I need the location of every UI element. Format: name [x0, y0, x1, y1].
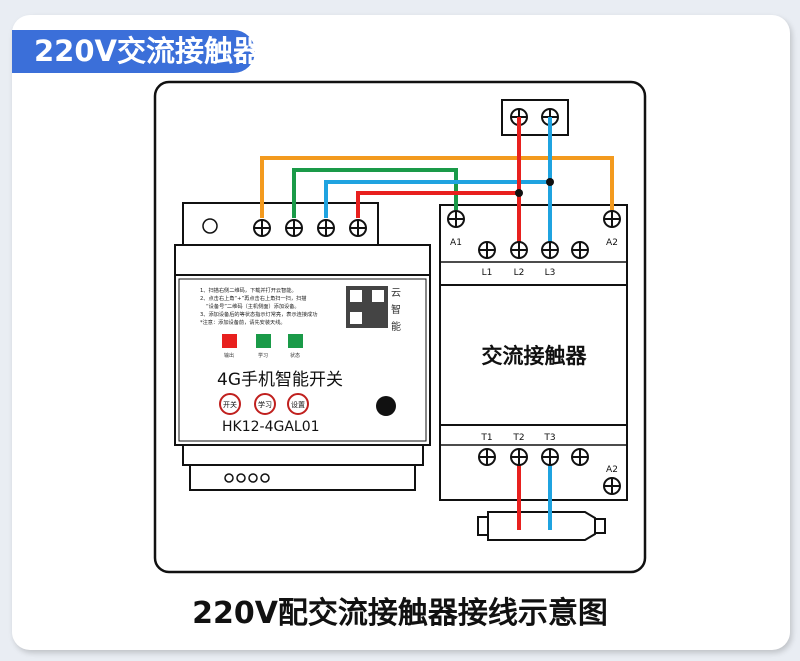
wire-green: [292, 168, 458, 218]
button-switch: [219, 393, 241, 415]
led-output: [222, 334, 237, 348]
junction-dot: [515, 189, 523, 197]
instruction-line: “设备号”二维码（主机侧面）添加设备。: [206, 302, 300, 310]
contactor-device: [439, 204, 628, 501]
qr-side-text: 云: [391, 288, 401, 299]
page-title: 220V交流接触器接线: [12, 30, 320, 73]
model-number: HK12-4GAL01: [222, 419, 320, 435]
contactor-name: 交流接触器: [482, 344, 588, 368]
antenna-port: [376, 396, 396, 416]
qr-side-text: 智: [391, 303, 401, 316]
instruction-line: 3、添加设备后的等状态指示灯常亮，表示连接成功: [200, 310, 317, 318]
button-learn: [254, 393, 276, 415]
wire-red: [356, 191, 519, 218]
smart-switch-device: [174, 202, 431, 491]
wire-blue: [324, 180, 550, 218]
instruction-line: 2、点击右上角“+”再点击右上角扫一扫，扫描: [200, 294, 306, 302]
led-label: 学习: [258, 352, 268, 359]
label-l2: L2: [514, 268, 525, 278]
qr-side-text: 能: [391, 320, 401, 333]
led-label: 状态: [290, 352, 300, 359]
instruction-line: *注意：添加设备前，请先安装天线。: [200, 318, 286, 326]
label-a2-bottom: A2: [606, 465, 618, 475]
junction-dot: [546, 178, 554, 186]
label-t2: T2: [512, 433, 524, 443]
label-t3: T3: [543, 433, 555, 443]
instruction-line: 1、扫描右侧二维码，下载并打开云智能。: [200, 286, 297, 294]
led-label: 输出: [224, 352, 234, 359]
led-status: [288, 334, 303, 348]
label-l1: L1: [482, 268, 493, 278]
button-settings: [287, 393, 309, 415]
wire-orange: [260, 156, 614, 218]
label-a1: A1: [450, 238, 462, 248]
button-label: 开关: [223, 400, 237, 409]
led-learn: [256, 334, 271, 348]
label-l3: L3: [545, 268, 556, 278]
switch-name: 4G手机智能开关: [217, 370, 343, 390]
button-label: 设置: [291, 400, 305, 409]
button-label: 学习: [258, 400, 272, 409]
power-source-terminal: [501, 99, 569, 136]
diagram-caption: 220V配交流接触器接线示意图: [192, 596, 608, 631]
label-a2: A2: [606, 238, 618, 248]
wires: [260, 117, 614, 530]
label-t1: T1: [480, 433, 492, 443]
motor-icon: [477, 511, 606, 541]
